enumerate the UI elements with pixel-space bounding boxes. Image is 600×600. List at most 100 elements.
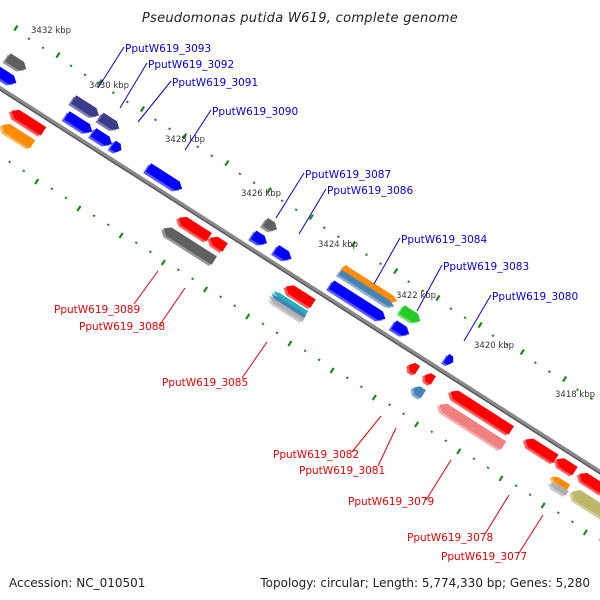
gene-feature[interactable] xyxy=(158,223,217,267)
gene-feature[interactable] xyxy=(68,94,101,122)
gene-feature[interactable] xyxy=(574,469,600,497)
gene-feature[interactable] xyxy=(143,162,185,195)
forward-gene-label[interactable]: PputW619_3083 xyxy=(443,261,529,273)
reverse-gene-arrow[interactable] xyxy=(271,293,307,319)
gene-feature[interactable] xyxy=(281,281,316,310)
gene-feature[interactable] xyxy=(336,269,396,311)
gene-feature[interactable] xyxy=(2,52,30,75)
reverse-gene-arrow[interactable] xyxy=(550,474,571,490)
reverse-gene-arrow[interactable] xyxy=(554,455,578,476)
reverse-gene-arrow[interactable] xyxy=(269,297,305,322)
major-tick xyxy=(456,448,462,455)
reverse-gene-label[interactable]: PputW619_3089 xyxy=(54,304,140,316)
gene-feature[interactable] xyxy=(174,213,212,244)
reverse-gene-arrow[interactable] xyxy=(422,371,436,385)
forward-gene-arrow[interactable] xyxy=(341,264,399,305)
forward-gene-arrow[interactable] xyxy=(0,64,19,87)
reverse-gene-arrow[interactable] xyxy=(448,387,514,435)
reverse-gene-label[interactable]: PputW619_3081 xyxy=(299,465,385,477)
reverse-gene-arrow[interactable] xyxy=(272,290,309,315)
forward-label-leader xyxy=(463,294,492,342)
forward-gene-arrow[interactable] xyxy=(328,280,388,323)
tick-label: 3432 kbp xyxy=(31,26,71,36)
forward-gene-arrow[interactable] xyxy=(262,217,280,234)
reverse-gene-label[interactable]: PputW619_3078 xyxy=(407,532,493,544)
forward-gene-arrow[interactable] xyxy=(443,353,456,367)
reverse-gene-arrow[interactable] xyxy=(176,214,212,242)
forward-label-leader xyxy=(373,237,401,285)
forward-gene-arrow[interactable] xyxy=(250,230,270,248)
reverse-gene-arrow[interactable] xyxy=(406,361,421,375)
gene-feature[interactable] xyxy=(445,387,514,437)
reverse-gene-arrow[interactable] xyxy=(161,224,217,265)
forward-gene-arrow[interactable] xyxy=(5,53,29,73)
forward-gene-arrow[interactable] xyxy=(64,111,95,136)
gene-feature[interactable] xyxy=(88,127,115,150)
gene-feature[interactable] xyxy=(420,370,436,387)
forward-gene-arrow[interactable] xyxy=(98,112,122,133)
reverse-gene-arrow[interactable] xyxy=(410,384,426,399)
gene-feature[interactable] xyxy=(95,112,122,135)
gene-feature[interactable] xyxy=(339,264,399,306)
gene-feature[interactable] xyxy=(0,120,36,151)
forward-gene-arrow[interactable] xyxy=(90,128,115,148)
gene-feature[interactable] xyxy=(388,320,412,341)
reverse-gene-arrow[interactable] xyxy=(569,487,600,524)
major-tick xyxy=(202,286,209,293)
reverse-gene-label[interactable]: PputW619_3077 xyxy=(441,551,527,563)
forward-gene-arrow[interactable] xyxy=(273,245,295,263)
reverse-gene-arrow[interactable] xyxy=(437,400,507,450)
tick-marks xyxy=(8,24,600,542)
gene-feature[interactable] xyxy=(266,296,305,324)
gene-feature[interactable] xyxy=(107,140,124,157)
forward-gene-arrow[interactable] xyxy=(70,95,102,120)
minor-tick xyxy=(547,370,551,374)
tick-label: 3422 kbp xyxy=(396,291,436,301)
reverse-gene-arrow[interactable] xyxy=(207,234,228,252)
reverse-gene-label[interactable]: PputW619_3085 xyxy=(162,377,248,389)
forward-gene-label[interactable]: PputW619_3091 xyxy=(172,77,258,89)
gene-feature[interactable] xyxy=(270,244,295,265)
forward-gene-label[interactable]: PputW619_3084 xyxy=(401,234,487,246)
reverse-gene-arrow[interactable] xyxy=(577,470,600,495)
gene-feature[interactable] xyxy=(0,64,19,89)
forward-gene-arrow[interactable] xyxy=(391,320,412,338)
gene-feature[interactable] xyxy=(248,230,269,250)
reverse-gene-label[interactable]: PputW619_3088 xyxy=(79,321,165,333)
forward-gene-label[interactable]: PputW619_3086 xyxy=(327,185,413,197)
gene-feature[interactable] xyxy=(205,233,228,254)
minor-tick xyxy=(388,403,391,407)
forward-gene-label[interactable]: PputW619_3092 xyxy=(148,59,234,71)
reverse-gene-arrow[interactable] xyxy=(283,282,316,308)
gene-feature[interactable] xyxy=(520,434,559,465)
forward-gene-label[interactable]: PputW619_3093 xyxy=(125,43,211,55)
forward-gene-arrow[interactable] xyxy=(399,305,423,325)
gene-feature[interactable] xyxy=(326,280,388,326)
forward-gene-label[interactable]: PputW619_3087 xyxy=(305,169,391,181)
reverse-gene-arrow[interactable] xyxy=(549,480,569,496)
gene-feature[interactable] xyxy=(259,217,280,236)
gene-feature[interactable] xyxy=(6,106,47,138)
gene-feature[interactable] xyxy=(404,360,421,377)
gene-feature[interactable] xyxy=(546,479,569,498)
reverse-gene-arrow[interactable] xyxy=(9,107,47,136)
forward-gene-arrow[interactable] xyxy=(145,163,185,193)
gene-feature[interactable] xyxy=(434,400,507,452)
forward-gene-arrow[interactable] xyxy=(338,269,396,310)
gene-feature-shadow xyxy=(547,483,567,498)
gene-feature[interactable] xyxy=(396,304,424,327)
forward-gene-label[interactable]: PputW619_3080 xyxy=(492,291,578,303)
major-tick xyxy=(414,421,420,428)
reverse-gene-label[interactable]: PputW619_3082 xyxy=(273,449,359,461)
gene-feature[interactable] xyxy=(551,454,578,477)
reverse-gene-label[interactable]: PputW619_3079 xyxy=(348,496,434,508)
forward-gene-label[interactable]: PputW619_3090 xyxy=(212,106,298,118)
gene-feature[interactable] xyxy=(61,110,95,138)
gene-feature[interactable] xyxy=(566,486,600,526)
forward-gene-arrow[interactable] xyxy=(110,140,124,155)
minor-tick xyxy=(472,457,476,461)
gene-feature[interactable] xyxy=(441,353,456,369)
reverse-gene-arrow[interactable] xyxy=(0,121,36,149)
reverse-gene-arrow[interactable] xyxy=(523,435,559,464)
gene-feature[interactable] xyxy=(408,383,426,401)
